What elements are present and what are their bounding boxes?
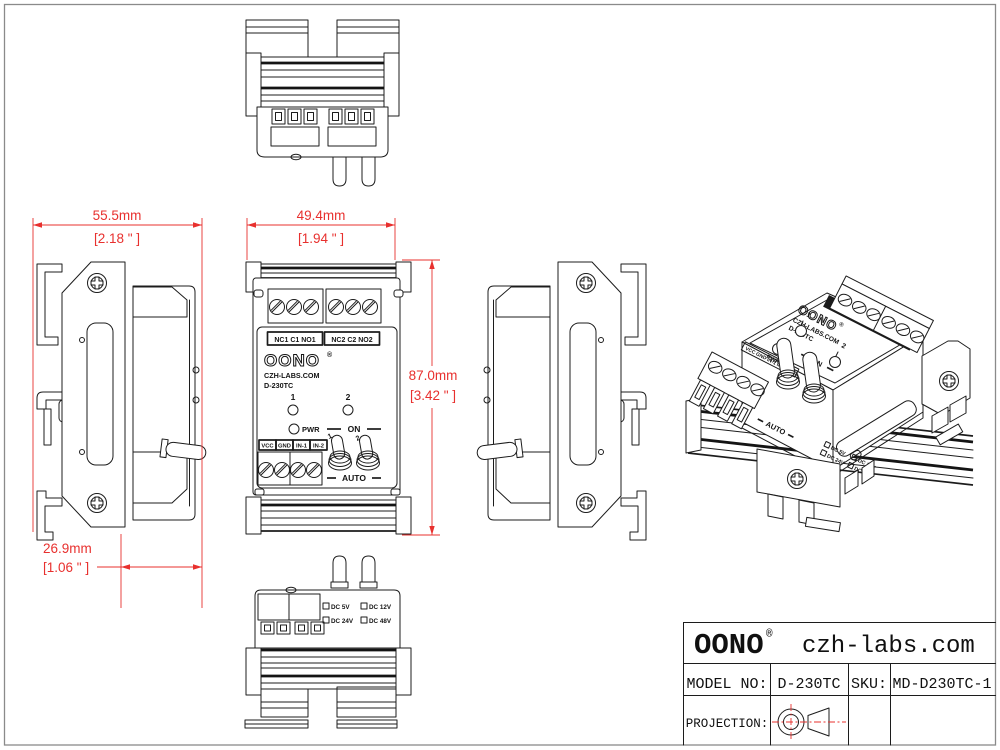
title-reg: ® bbox=[766, 629, 773, 641]
toggle-1-top bbox=[332, 156, 347, 187]
input-labels-row: VCC GND IN-1 IN-2 bbox=[258, 439, 328, 451]
svg-text:®: ® bbox=[838, 321, 846, 330]
toggle-stems-bottom bbox=[330, 555, 378, 589]
checkbox-dc48v-icon bbox=[360, 616, 368, 624]
dim-side-width-mm: 55.5mm bbox=[93, 208, 142, 223]
brand-logo: OONO bbox=[264, 351, 320, 370]
terminal-feet-bottom bbox=[260, 621, 325, 635]
top-view bbox=[245, 19, 400, 187]
title-brand: OONO bbox=[694, 629, 764, 662]
input-terminal-block-iso bbox=[688, 351, 770, 430]
in1-label: IN-1 bbox=[296, 444, 308, 450]
led-2-iso-icon bbox=[829, 356, 841, 368]
relay-terminal-block-1 bbox=[267, 288, 324, 324]
toggle-switch-1-iso bbox=[776, 337, 800, 390]
channel-1-label: 1 bbox=[291, 392, 296, 402]
toggle-2-top bbox=[361, 156, 376, 187]
dim-side-width-in: [2.18 " ] bbox=[94, 231, 140, 246]
ch1-iso: 1 bbox=[805, 312, 812, 320]
checkbox-dc12v-icon bbox=[360, 602, 368, 610]
dc5v-label: DC 5V bbox=[331, 604, 350, 611]
toggle-switch-2-iso bbox=[802, 351, 826, 404]
title-website: czh-labs.com bbox=[802, 633, 975, 660]
toggle-2-number: 2 bbox=[355, 435, 362, 443]
left-side-view bbox=[37, 262, 207, 540]
terminal-slots-top bbox=[271, 108, 375, 125]
dim-front-width-in: [1.94 " ] bbox=[298, 231, 344, 246]
din-rail-front-bottom bbox=[245, 496, 412, 535]
channel-2-label: 2 bbox=[346, 392, 351, 402]
sku-label: SKU: bbox=[851, 676, 887, 693]
dim-height-in: [3.42 " ] bbox=[410, 388, 456, 403]
din-bracket-left-iso bbox=[756, 448, 841, 533]
dim-depth-in: [1.06 " ] bbox=[43, 560, 89, 575]
relay-terminal-block-iso bbox=[829, 275, 934, 354]
din-bracket-right-iso bbox=[921, 340, 971, 446]
website-label: CZH-LABS.COM bbox=[264, 371, 320, 380]
dc12v-label: DC 12V bbox=[369, 604, 392, 611]
gnd-label: GND bbox=[278, 444, 291, 450]
led-2-icon bbox=[342, 404, 354, 416]
bottom-view: DC 5V DC 12V DC 24V DC 48V bbox=[244, 555, 412, 729]
toggle-switch-1 bbox=[328, 434, 352, 471]
ch2-iso: 2 bbox=[840, 343, 847, 351]
relay-terminal-block-2 bbox=[325, 288, 382, 324]
dimension-annotations: 55.5mm [2.18 " ] 49.4mm [1.94 " ] 87.0mm… bbox=[32, 208, 458, 608]
registered-mark: ® bbox=[327, 351, 333, 359]
dim-front-width-mm: 49.4mm bbox=[297, 208, 346, 223]
toggle-1-number: 1 bbox=[327, 433, 334, 441]
model-label: D-230TC bbox=[264, 381, 293, 390]
dim-height-mm: 87.0mm bbox=[409, 368, 458, 383]
dim-depth-mm: 26.9mm bbox=[43, 541, 92, 556]
model-no-value: D-230TC bbox=[777, 676, 840, 693]
checkbox-dc24v-icon bbox=[322, 616, 330, 624]
in2-label: IN-2 bbox=[313, 444, 324, 450]
auto-label: AUTO bbox=[342, 473, 366, 483]
projection-symbol-icon bbox=[772, 704, 846, 740]
checkbox-dc5v-icon bbox=[322, 602, 330, 610]
pwr-led-icon bbox=[288, 423, 300, 435]
led-1-icon bbox=[287, 404, 299, 416]
right-side-view bbox=[476, 262, 646, 540]
voltage-options: DC 5V DC 12V DC 24V DC 48V bbox=[322, 602, 392, 625]
din-rail-bottom-view bbox=[245, 647, 412, 696]
led-1-iso-icon bbox=[795, 325, 807, 337]
dc24v-label: DC 24V bbox=[331, 618, 354, 625]
title-block: OONO ® czh-labs.com MODEL NO: D-230TC SK… bbox=[683, 622, 996, 746]
on-label: ON bbox=[348, 424, 361, 434]
relay1-label: NC1 C1 NO1 bbox=[274, 337, 315, 344]
relay2-label: NC2 C2 NO2 bbox=[331, 337, 372, 344]
vcc-label: VCC bbox=[261, 444, 274, 450]
input-terminal-block bbox=[257, 451, 323, 486]
model-no-label: MODEL NO: bbox=[686, 676, 767, 693]
projection-label: PROJECTION: bbox=[686, 717, 769, 731]
dc48v-label: DC 48V bbox=[369, 618, 392, 625]
sku-value: MD-D230TC-1 bbox=[892, 676, 991, 693]
isometric-view: VCC GND IN-1 IN-2 OONO ® CZH-LABS.COM D-… bbox=[685, 275, 974, 533]
toggle-switch-2 bbox=[356, 434, 380, 471]
pwr-label: PWR bbox=[302, 425, 320, 434]
front-view: NC1 C1 NO1 NC2 C2 NO2 OONO ® CZH-LABS.CO… bbox=[245, 261, 412, 535]
page-border bbox=[3, 3, 997, 746]
din-rail-front-top bbox=[245, 261, 412, 293]
